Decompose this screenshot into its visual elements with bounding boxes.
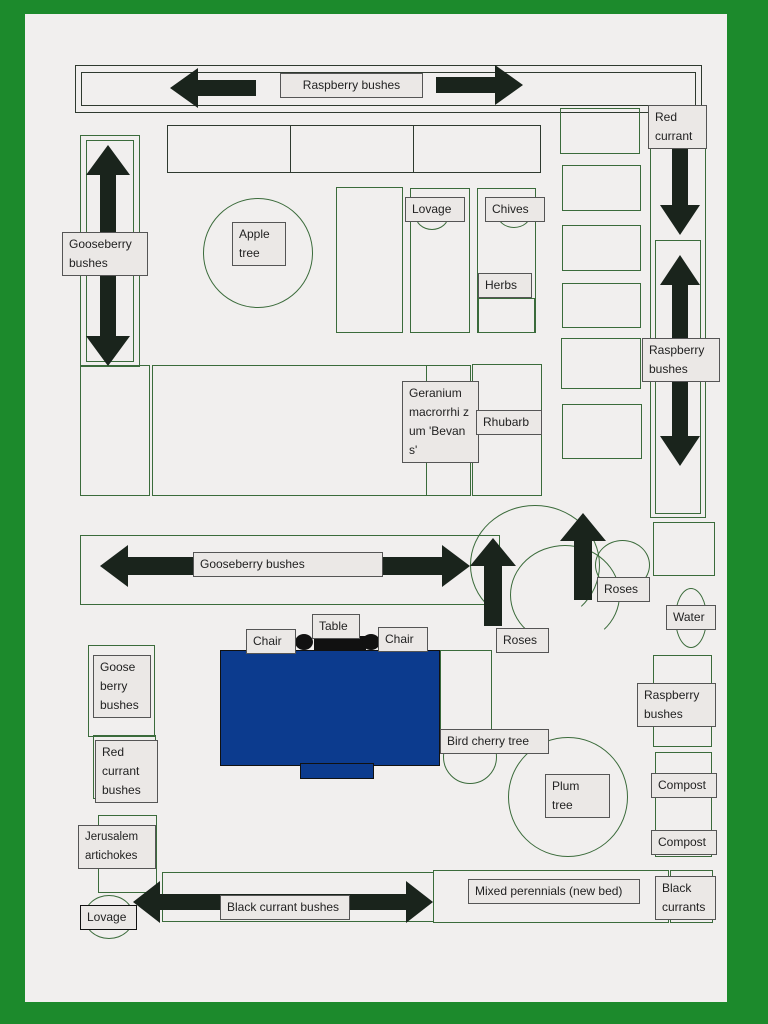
label-raspberry-bushes-top: Raspberry bushes (280, 73, 423, 98)
label-raspberry-bushes-lower: Raspberry bushes (637, 683, 716, 727)
label-water: Water (666, 605, 716, 630)
label-lovage-bottom: Lovage (80, 905, 137, 930)
bed (653, 522, 715, 576)
bed (560, 108, 640, 154)
plum-tree-circle (508, 737, 628, 857)
label-chives: Chives (485, 197, 545, 222)
label-bird-cherry-tree: Bird cherry tree (440, 729, 549, 754)
label-red-currant-bushes: Red currant bushes (95, 740, 158, 803)
patio-table-area (220, 650, 440, 766)
bed (410, 188, 470, 333)
label-plum-tree: Plum tree (545, 774, 610, 818)
chair-icon (295, 634, 313, 650)
chair-icon (362, 634, 380, 650)
raspberry-strip-top (75, 65, 702, 113)
raspberry-strip-inner (81, 72, 696, 106)
label-rhubarb: Rhubarb (476, 410, 542, 435)
patio-step (300, 763, 374, 779)
label-jerusalem-artichokes: Jerusalem artichokes (78, 825, 156, 869)
bed (88, 645, 155, 737)
bed (562, 165, 641, 211)
label-compost: Compost (651, 830, 717, 855)
bed (440, 650, 492, 730)
apple-tree-circle (203, 198, 313, 308)
label-roses: Roses (597, 577, 650, 602)
label-roses: Roses (496, 628, 549, 653)
label-gooseberry-bushes-left: Gooseberry bushes (62, 232, 148, 276)
label-chair: Chair (378, 627, 428, 652)
bed (478, 298, 535, 333)
table-icon (314, 636, 366, 650)
bed-row-middle (290, 125, 414, 173)
bed (336, 187, 403, 333)
label-table: Table (312, 614, 360, 639)
label-gooseberry-bushes-lower: Goose berry bushes (93, 655, 151, 718)
label-black-currant-bushes: Black currant bushes (220, 895, 350, 920)
label-herbs: Herbs (478, 273, 532, 298)
label-lovage: Lovage (405, 197, 465, 222)
label-black-currants: Black currants (655, 876, 716, 920)
bed (80, 365, 150, 496)
label-mixed-perennials: Mixed perennials (new bed) (468, 879, 640, 904)
label-chair: Chair (246, 629, 296, 654)
label-compost: Compost (651, 773, 717, 798)
bed (562, 404, 642, 459)
label-red-currant: Red currant (648, 105, 707, 149)
bed (562, 283, 641, 328)
compost-bed (655, 752, 712, 857)
label-apple-tree: Apple tree (232, 222, 286, 266)
label-gooseberry-bushes-middle: Gooseberry bushes (193, 552, 383, 577)
bed (561, 338, 641, 389)
label-raspberry-bushes-right: Raspberry bushes (642, 338, 720, 382)
label-geranium: Geranium macrorrhi zum 'Bevans' (402, 381, 479, 463)
bed (562, 225, 641, 271)
